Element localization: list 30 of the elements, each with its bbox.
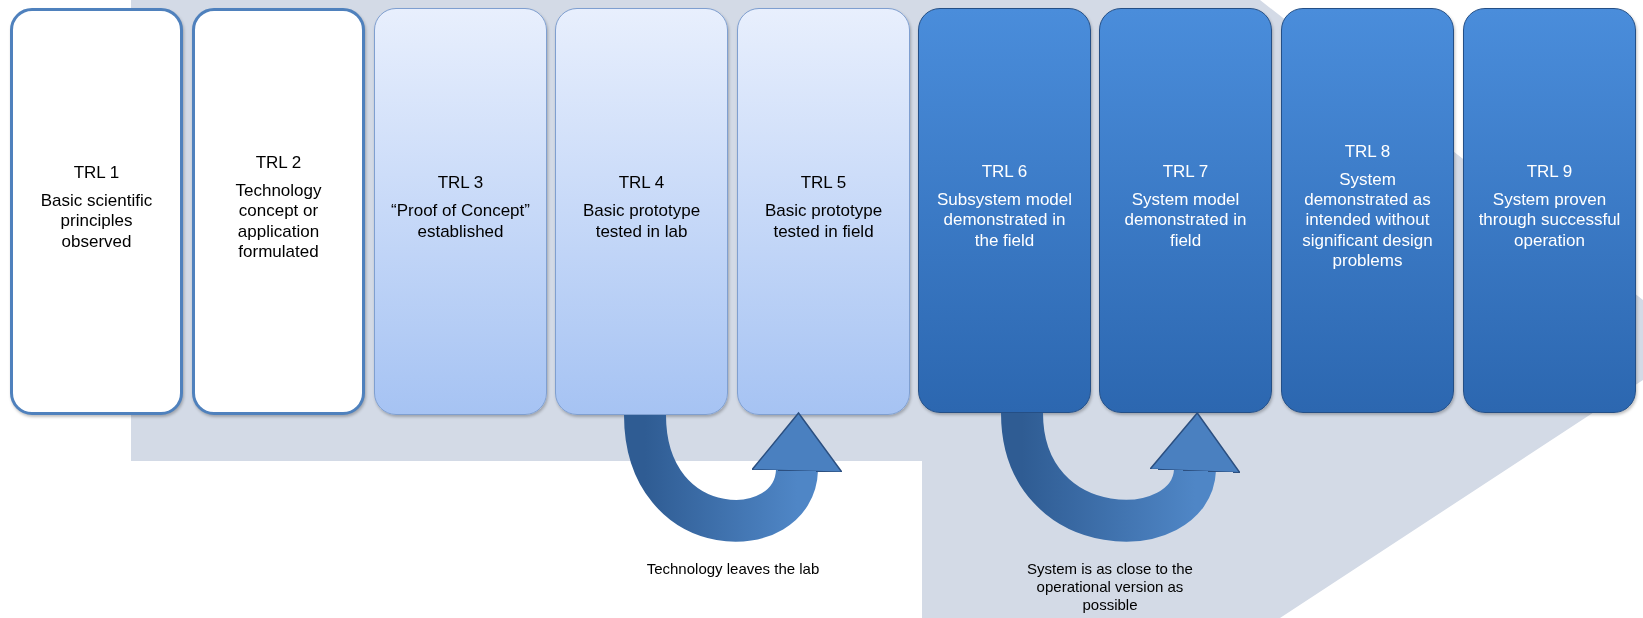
level-box [10, 8, 183, 415]
level-description: “Proof of Concept” established [390, 201, 531, 242]
level-box [1463, 8, 1636, 413]
level-description: Basic prototype tested in field [763, 201, 884, 242]
level-description: Subsystem model demonstrated in the field [935, 189, 1074, 252]
level-box [737, 8, 910, 415]
level-title: TRL 5 [800, 173, 847, 194]
note-text: System is as close to the operational version as possible [1026, 560, 1194, 614]
level-description: Technology concept or application formulated [234, 180, 323, 263]
level-box [1099, 8, 1272, 413]
level-box [374, 8, 547, 415]
level-title: TRL 3 [437, 173, 484, 194]
level-title: TRL 8 [1344, 141, 1391, 162]
level-title: TRL 4 [618, 173, 665, 194]
level-box [918, 8, 1091, 413]
level-description: System model demonstrated in field [1123, 189, 1248, 252]
level-title: TRL 2 [255, 152, 302, 173]
level-box [555, 8, 728, 415]
level-description: Basic scientific principles observed [39, 190, 154, 253]
level-description: System demonstrated as intended without significant design problems [1301, 169, 1434, 272]
level-title: TRL 7 [1162, 161, 1209, 182]
level-title: TRL 6 [981, 161, 1028, 182]
curved-arrow [624, 412, 842, 542]
note-text: Technology leaves the lab [645, 560, 821, 578]
level-title: TRL 9 [1526, 161, 1573, 182]
level-description: Basic prototype tested in lab [581, 201, 702, 242]
level-title: TRL 1 [73, 162, 120, 183]
level-description: System proven through successful operation [1478, 189, 1621, 252]
level-box [1281, 8, 1454, 413]
level-box [192, 8, 365, 415]
